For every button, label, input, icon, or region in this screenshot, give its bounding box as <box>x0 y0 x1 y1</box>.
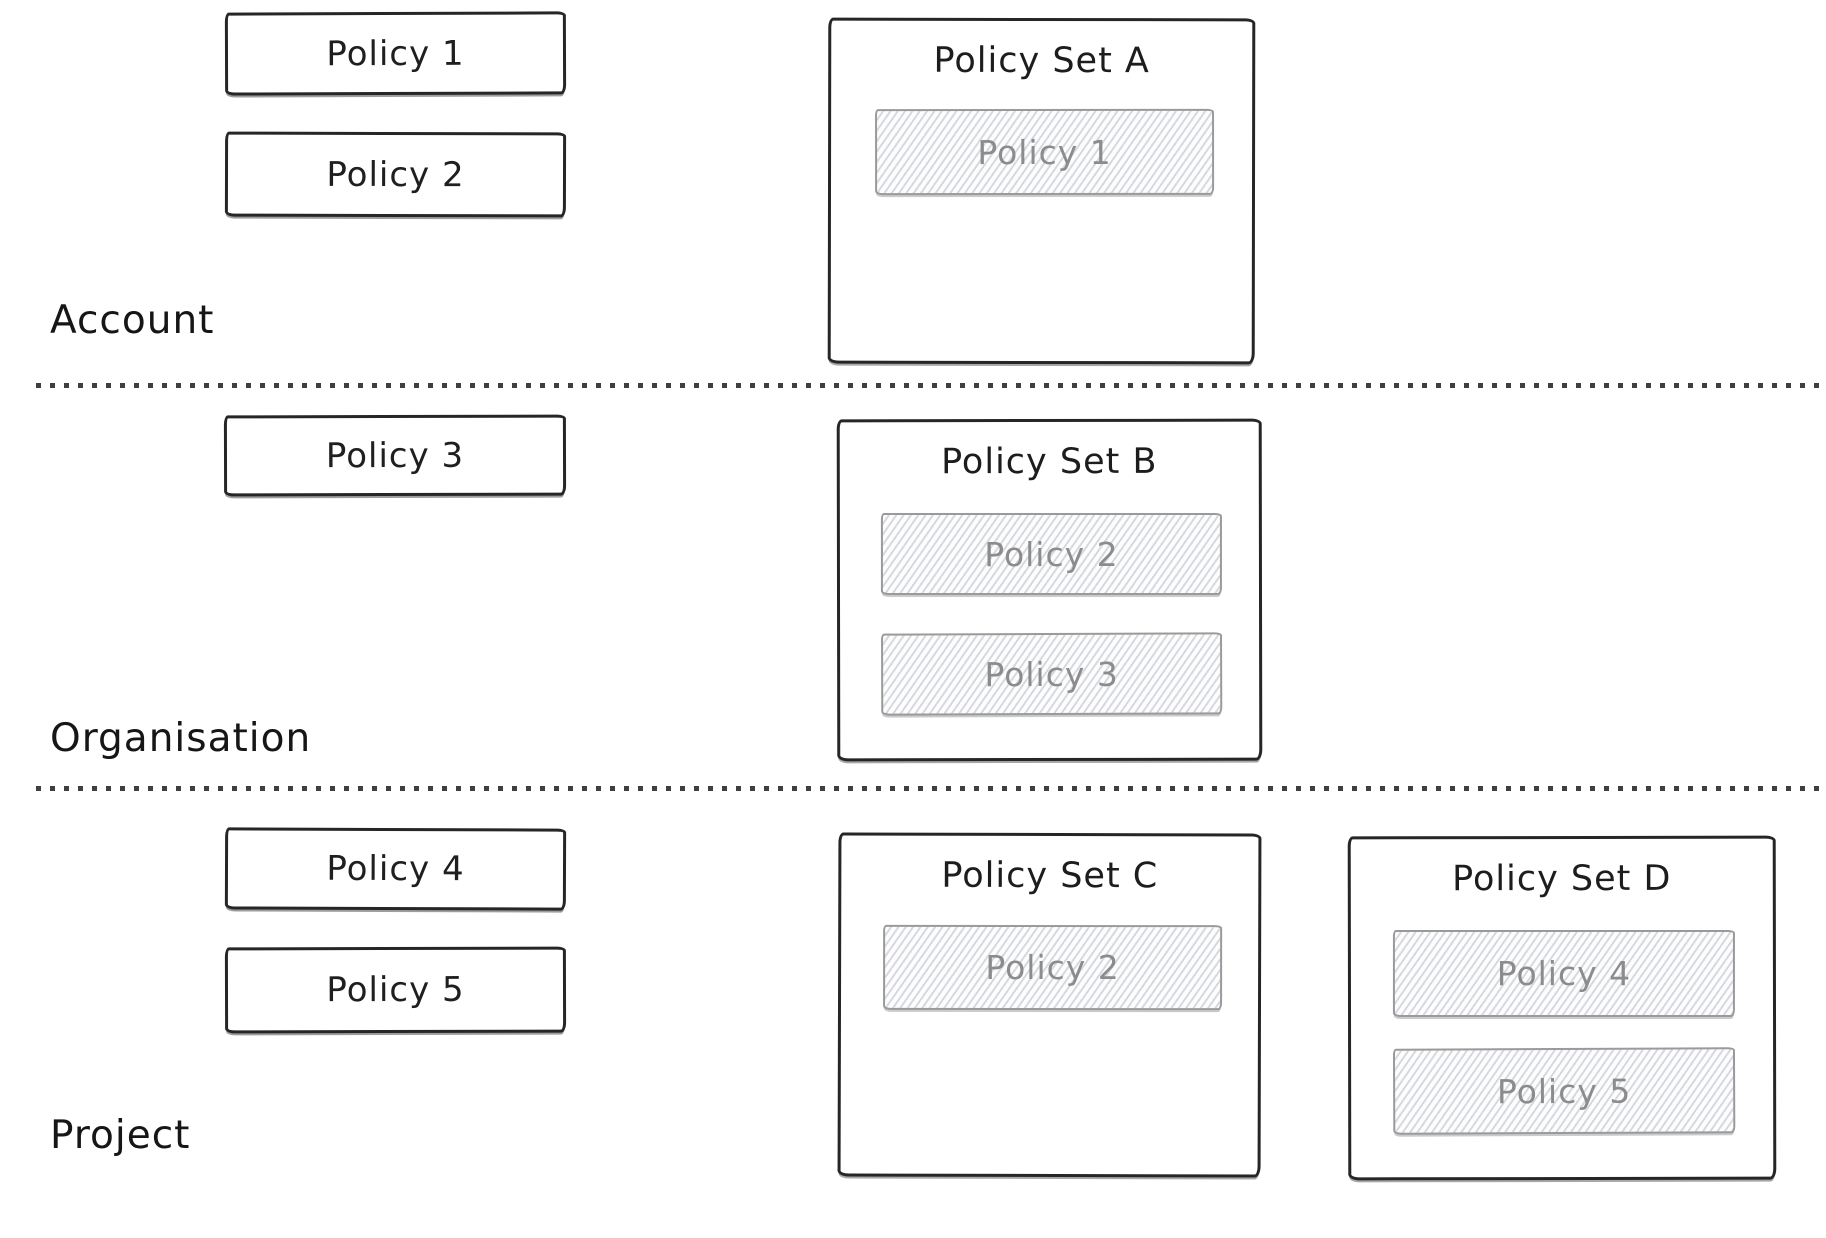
policy-set-title: Policy Set C <box>941 855 1159 897</box>
row-label-organisation: Organisation <box>50 716 312 761</box>
policy-set-box: Policy Set D Policy 4 Policy 5 <box>1347 835 1777 1181</box>
policy-set-member: Policy 3 <box>881 632 1223 716</box>
policy-box: Policy 2 <box>224 131 567 218</box>
policy-box-label: Policy 1 <box>326 33 465 74</box>
row-divider <box>36 383 1826 388</box>
policy-set-title: Policy Set A <box>933 40 1150 82</box>
policy-box: Policy 3 <box>223 414 567 497</box>
policy-set-member: Policy 1 <box>875 108 1215 196</box>
row-label-project: Project <box>50 1113 191 1158</box>
policy-box-label: Policy 2 <box>326 154 465 195</box>
policy-set-title: Policy Set B <box>941 441 1158 483</box>
policy-set-member: Policy 2 <box>880 512 1222 595</box>
policy-set-member-label: Policy 5 <box>1496 1071 1632 1111</box>
policy-set-member: Policy 2 <box>883 924 1223 1011</box>
policy-box-label: Policy 3 <box>325 435 465 476</box>
policy-box: Policy 5 <box>224 946 567 1034</box>
policy-set-member-label: Policy 1 <box>977 132 1112 172</box>
policy-set-member-label: Policy 3 <box>984 654 1119 694</box>
row-label-account: Account <box>50 298 215 343</box>
policy-set-member-label: Policy 2 <box>985 947 1120 988</box>
policy-box: Policy 4 <box>224 827 567 911</box>
policy-set-title: Policy Set D <box>1452 858 1672 900</box>
policy-box: Policy 1 <box>224 11 567 96</box>
policy-box-label: Policy 4 <box>326 848 465 890</box>
policy-box-label: Policy 5 <box>326 969 465 1011</box>
policy-set-member: Policy 5 <box>1392 1047 1736 1135</box>
policy-set-member-label: Policy 4 <box>1496 953 1632 993</box>
policy-set-member-label: Policy 2 <box>984 534 1119 574</box>
policy-set-box: Policy Set B Policy 2 Policy 3 <box>836 418 1263 762</box>
policy-set-member: Policy 4 <box>1392 929 1735 1017</box>
row-divider <box>36 786 1826 791</box>
policy-set-box: Policy Set A Policy 1 <box>827 17 1256 365</box>
policy-set-box: Policy Set C Policy 2 <box>837 832 1262 1178</box>
